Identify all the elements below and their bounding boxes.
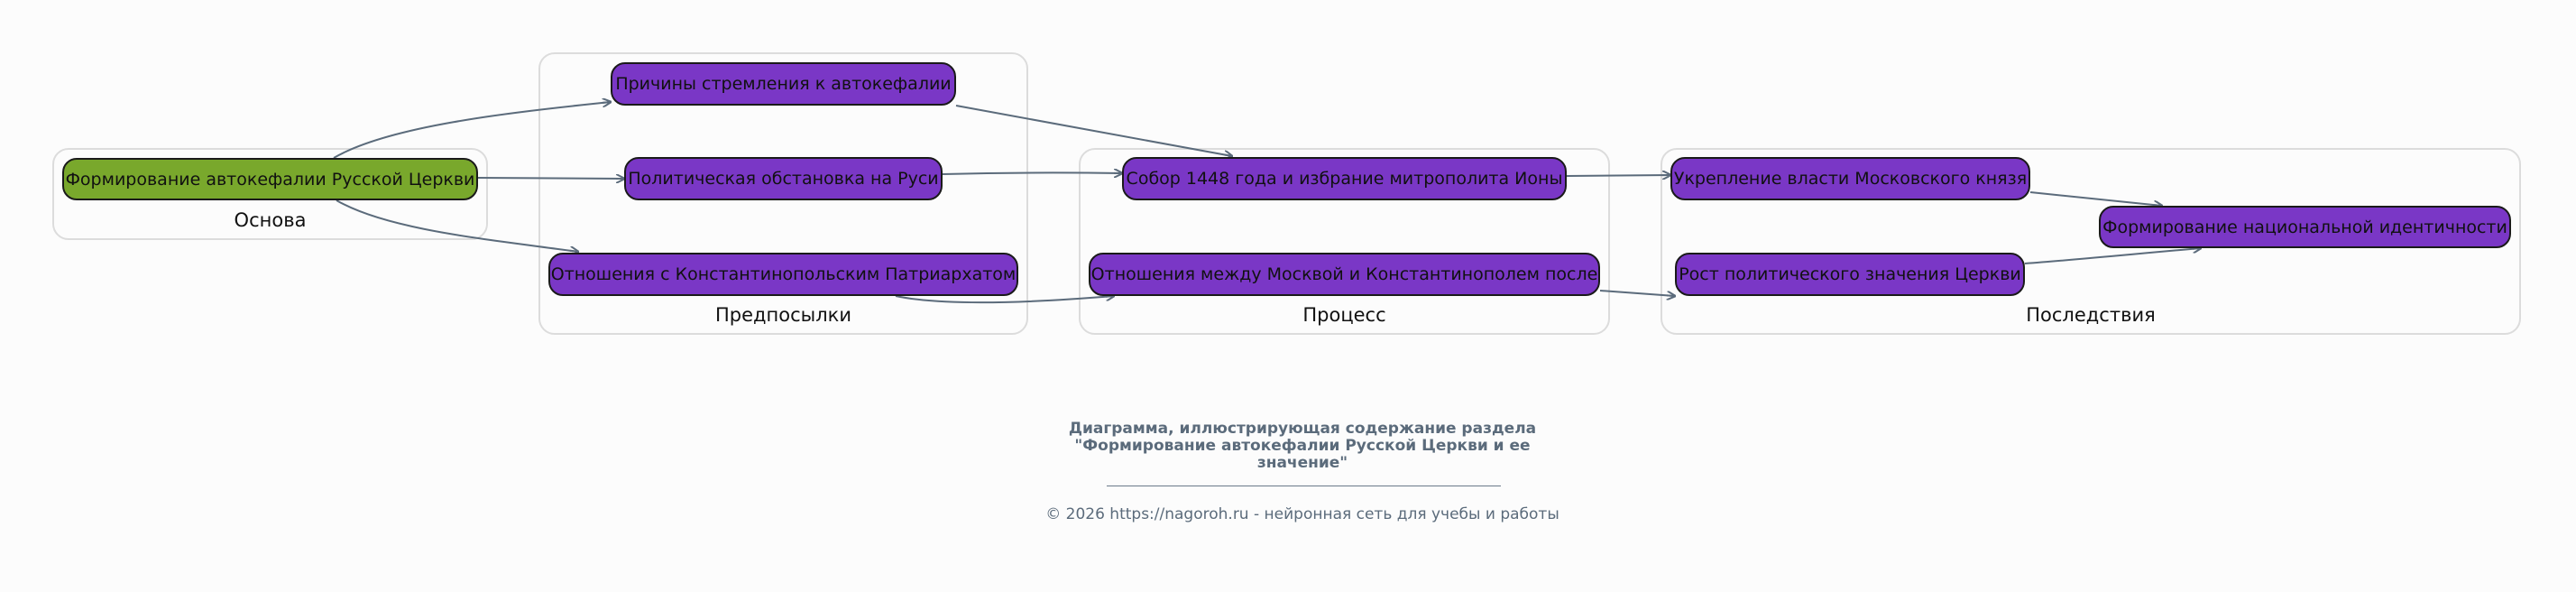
edge-strengthening-identity [2029,191,2162,206]
node-council[interactable]: Собор 1448 года и избрание митрополита И… [1122,157,1567,200]
edge-root-relations [336,199,578,252]
title-line: Диаграмма, иллюстрирующая содержание раз… [1068,420,1537,438]
node-identity[interactable]: Формирование национальной идентичности [2099,206,2511,248]
copyright: © 2026 https://nagoroh.ru - нейронная се… [1045,505,1559,523]
edge-reasons-council [955,105,1232,156]
edge-relations-after [895,296,1114,304]
title-line: "Формирование автокефалии Русской Церкви… [1074,437,1531,455]
edge-after-church [1599,290,1675,296]
cluster-basis: Основа [52,148,488,240]
node-relations-cp[interactable]: Отношения с Константинопольским Патриарх… [548,253,1018,296]
node-strengthening[interactable]: Укрепление власти Московского князя [1670,157,2030,200]
node-church-role[interactable]: Рост политического значения Церкви [1675,253,2025,296]
cluster-prerequisites: Предпосылки [538,52,1028,335]
edge-root-reasons [333,102,611,159]
cluster-label: Основа [234,209,307,231]
diagram-title: Диаграмма, иллюстрирующая содержание раз… [0,421,2576,472]
cluster-label: Предпосылки [714,304,852,326]
node-political[interactable]: Политическая обстановка на Руси [624,157,943,200]
cluster-label: Процесс [1302,304,1386,326]
edge-church-identity [2024,248,2201,264]
cluster-label: Последствия [2026,304,2156,326]
title-line: значение" [1256,454,1348,472]
node-root[interactable]: Формирование автокефалии Русской Церкви [62,158,478,200]
node-relations-after[interactable]: Отношения между Москвой и Константинопол… [1089,253,1600,296]
cluster-consequences: Последствия [1661,148,2521,335]
edge-council-strengthening [1566,175,1670,176]
cluster-process: Процесс [1079,148,1610,335]
edge-root-political [477,178,624,179]
node-reasons[interactable]: Причины стремления к автокефалии [611,62,956,106]
edge-political-council [942,172,1122,174]
